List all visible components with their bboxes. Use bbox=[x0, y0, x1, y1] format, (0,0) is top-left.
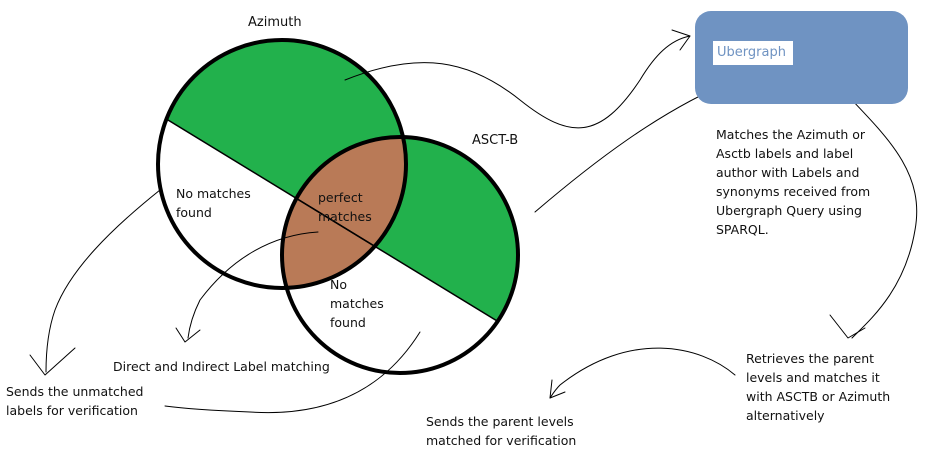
azimuth-circle-outline bbox=[156, 38, 408, 290]
arrowhead-overlap-to-direct bbox=[175, 327, 201, 343]
arrow-retrieves-to-parent bbox=[549, 347, 736, 399]
arrow-asctb-unmatched-to-sends bbox=[164, 331, 421, 414]
ubergraph-description: Matches the Azimuth or Asctb labels and … bbox=[716, 127, 871, 237]
arrowhead-azimuth-unmatched-to-sends bbox=[29, 347, 76, 376]
azimuth-title: Azimuth bbox=[248, 15, 302, 30]
arrow-azimuth-unmatched-to-sends bbox=[45, 189, 161, 373]
retrieves-parent-note: Retrieves the parent levels and matches … bbox=[746, 351, 891, 423]
arrowhead-ubergraph-to-retrieves bbox=[829, 314, 866, 339]
sends-unmatched-note: Sends the unmatched labels for verificat… bbox=[6, 384, 144, 418]
overlap-label: perfect matches bbox=[318, 190, 372, 224]
arrowhead-azimuth-to-ubergraph bbox=[671, 29, 691, 51]
arrow-overlap-to-direct bbox=[187, 231, 319, 339]
arrowhead-retrieves-to-parent bbox=[549, 379, 566, 399]
direct-indirect-note: Direct and Indirect Label matching bbox=[113, 359, 330, 374]
arrow-azimuth-to-ubergraph bbox=[344, 35, 691, 129]
ubergraph-label: Ubergraph bbox=[713, 41, 793, 65]
asctb-unmatched-label: No matches found bbox=[330, 277, 384, 330]
sends-parent-note: Sends the parent levels matched for veri… bbox=[426, 414, 577, 448]
asctb-circle-outline bbox=[280, 135, 520, 375]
asctb-title: ASCT-B bbox=[472, 133, 519, 148]
azimuth-unmatched-label: No matches found bbox=[176, 186, 251, 220]
arrow-ubergraph-to-retrieves bbox=[849, 97, 918, 339]
asctb-matched-region bbox=[282, 137, 518, 373]
azimuth-matched-region bbox=[158, 40, 406, 288]
